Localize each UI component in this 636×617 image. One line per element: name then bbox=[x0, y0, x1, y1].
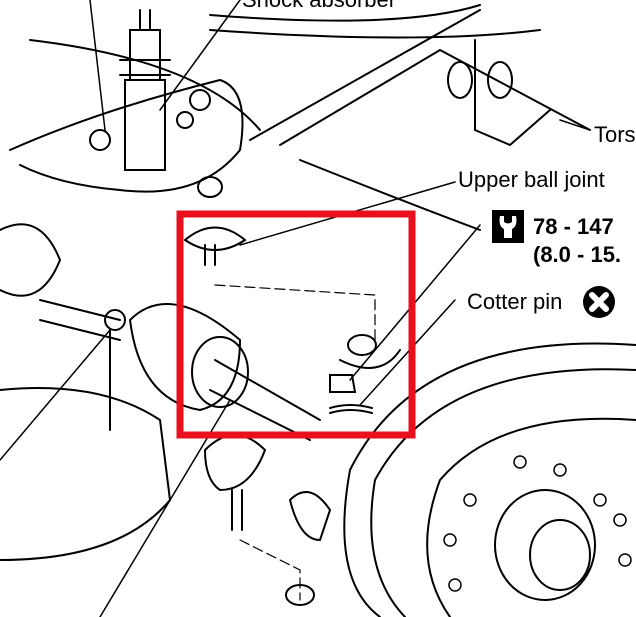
wrench-torque-icon bbox=[492, 210, 524, 243]
label-cotter-pin: Cotter pin bbox=[467, 289, 563, 314]
torque-value-nm: 78 - 147 bbox=[533, 214, 614, 239]
do-not-reuse-x-icon bbox=[582, 285, 616, 319]
label-upper-ball-joint: Upper ball joint bbox=[458, 167, 605, 192]
label-torsion-bar: Tors bbox=[594, 122, 636, 147]
torque-value-kgm: (8.0 - 15. bbox=[533, 242, 622, 267]
label-shock-absorber: Shock absorber bbox=[242, 0, 396, 11]
highlight-box bbox=[176, 210, 416, 439]
